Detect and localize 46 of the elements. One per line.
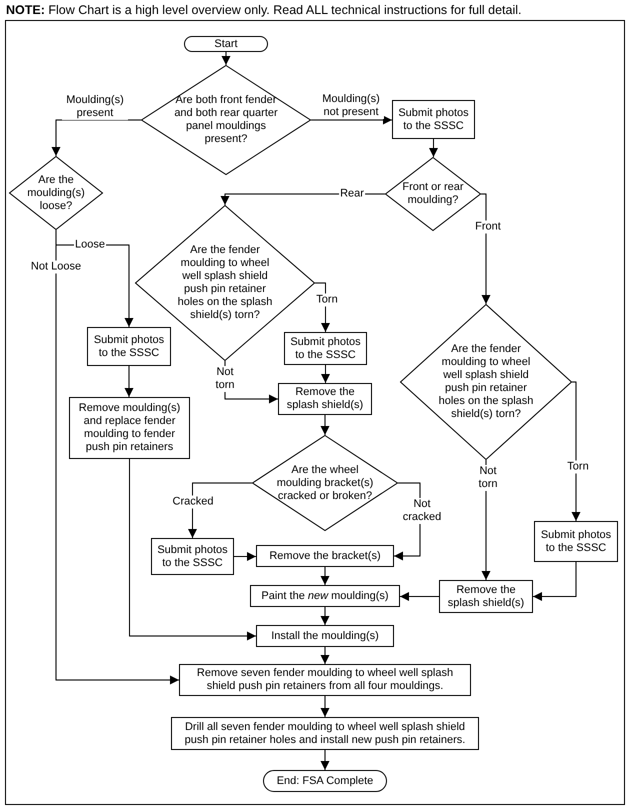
arrow [320, 566, 330, 586]
process-box: Submit photos to the SSSC [284, 332, 367, 365]
arrow [188, 482, 252, 538]
arrow [429, 138, 438, 158]
arrow [222, 52, 230, 66]
decision-diamond: Are the fender moulding to wheel well splash shield push pin retainer holes on the splash shield(s) torn? [400, 304, 572, 460]
edge-label: Moulding(s) present [62, 94, 128, 120]
arrow [124, 366, 134, 398]
arrow [320, 606, 330, 626]
note-text: NOTE: Flow Chart is a high level overview only. Read ALL technical instructions for full detail. [6, 3, 522, 17]
process-box: Remove the splash shield(s) [278, 383, 372, 415]
process-box: Remove the splash shield(s) [439, 580, 533, 613]
process-box: Submit photos to the SSSC [392, 100, 475, 139]
terminal-box: End: FSA Complete [263, 770, 387, 792]
arrow [320, 646, 330, 664]
arrow [480, 194, 490, 304]
arrow [321, 364, 330, 384]
process-box: Submit photos to the SSSC [534, 521, 618, 562]
edge-label: Front [474, 220, 502, 234]
terminal-box: Start [184, 36, 268, 52]
process-box: Paint the new moulding(s) [250, 585, 400, 607]
arrow [52, 120, 142, 156]
decision-diamond: Are both front fender and both rear quarter panel mouldings present? [141, 65, 311, 175]
process-box: Remove seven fender moulding to wheel well splash shield push pin retainers from all four mouldings. [179, 664, 471, 696]
arrow [310, 116, 392, 124]
arrow [320, 750, 330, 770]
process-box: Remove the bracket(s) [256, 545, 394, 567]
decision-diamond: Are the wheel moulding bracket(s) cracked or broken? [252, 435, 398, 531]
edge-label: Not Loose [30, 260, 82, 274]
arrow [320, 414, 330, 436]
arrow [400, 592, 440, 601]
edge-label: Cracked [172, 496, 214, 508]
process-box: Install the moulding(s) [256, 625, 394, 647]
process-box: Submit photos to the SSSC [87, 327, 171, 366]
arrow [234, 552, 256, 561]
process-box: Remove moulding(s) and replace fender moulding to fender push pin retainers [69, 397, 190, 459]
arrow [320, 696, 330, 718]
decision-diamond: Are the moulding(s) loose? [9, 156, 103, 230]
arrow [314, 282, 330, 332]
edge-label: Torn [566, 460, 590, 474]
arrow [532, 562, 576, 601]
arrow [572, 382, 580, 522]
arrow [129, 458, 256, 640]
process-box: Submit photos to the SSSC [151, 538, 234, 575]
edge-label: Torn [315, 294, 339, 306]
process-box: Drill all seven fender moulding to wheel well splash shield push pin retainer holes and install new push pin retainers. [171, 717, 479, 750]
